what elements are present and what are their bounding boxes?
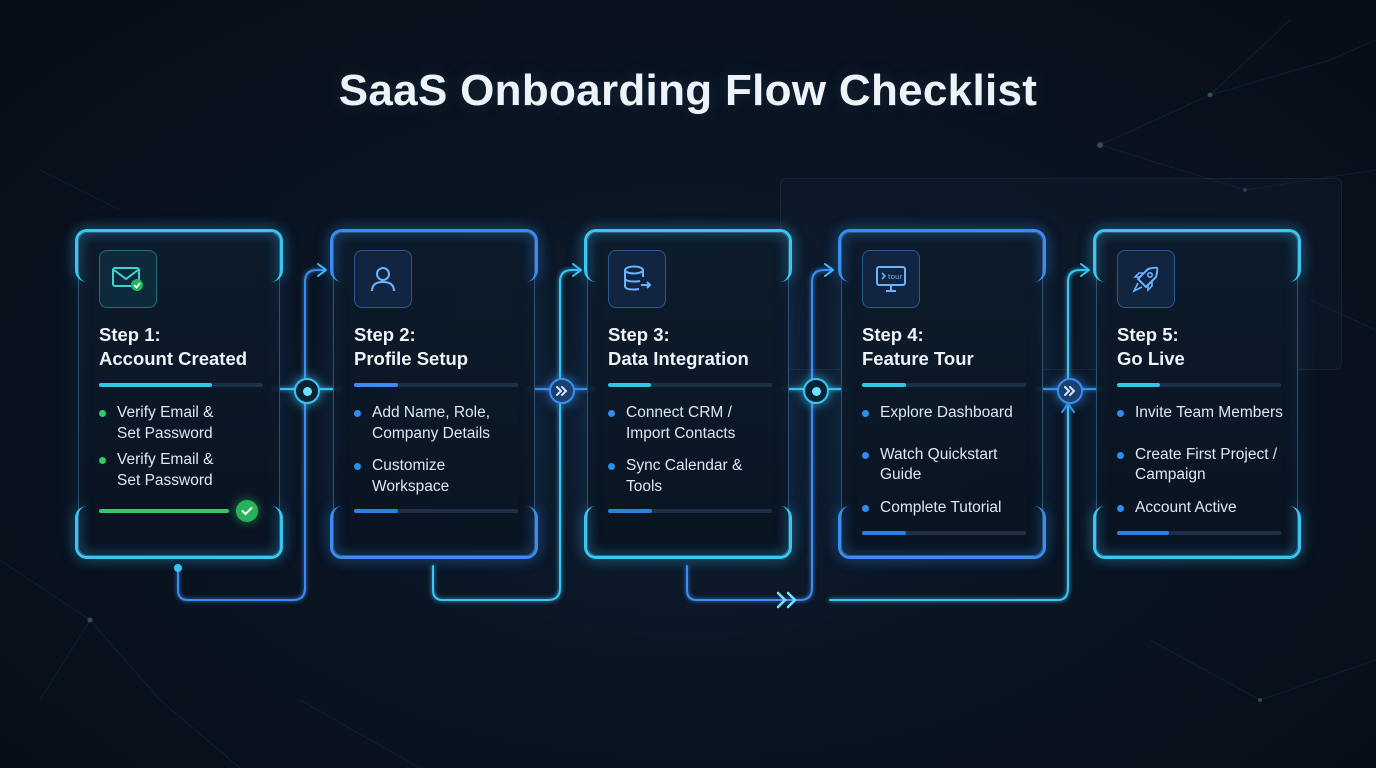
step-title: Step 1: Account Created bbox=[99, 324, 248, 369]
checklist: Verify Email & Set Password Verify Email… bbox=[99, 403, 277, 491]
checklist: Connect CRM / Import Contacts Sync Calen… bbox=[608, 403, 786, 497]
checklist-item: Account Active bbox=[1117, 498, 1299, 519]
step-title: Step 3: Data Integration bbox=[608, 324, 749, 369]
chevron-node-2 bbox=[549, 378, 575, 404]
checklist-item: Watch Quickstart Guide bbox=[862, 445, 1040, 486]
rocket-icon bbox=[1132, 266, 1159, 293]
connector-loop-3 bbox=[686, 269, 832, 601]
step-title: Step 5: Go Live bbox=[1117, 324, 1185, 369]
checklist-item: Customize Workspace bbox=[354, 456, 532, 497]
checklist: Explore Dashboard Watch Quickstart Guide… bbox=[862, 403, 1040, 518]
step-progress-bar bbox=[354, 383, 518, 387]
completion-bar bbox=[1117, 531, 1281, 535]
completion-bar bbox=[862, 531, 1026, 535]
checklist-item: Explore Dashboard bbox=[862, 403, 1040, 424]
check-circle-icon bbox=[236, 500, 258, 522]
checklist-item: Verify Email & Set Password bbox=[99, 450, 277, 491]
icon-container bbox=[99, 250, 157, 308]
connector-loop-2 bbox=[432, 269, 580, 601]
chevron-double-icon bbox=[776, 591, 797, 609]
chevron-right-double-icon bbox=[1064, 386, 1076, 396]
step-progress-bar bbox=[862, 383, 1026, 387]
completion-bar bbox=[354, 509, 518, 513]
monitor-tour-icon: tour bbox=[876, 266, 906, 292]
junction-node-3 bbox=[803, 378, 829, 404]
icon-container bbox=[354, 250, 412, 308]
database-sync-icon bbox=[624, 265, 652, 291]
checklist-item: Invite Team Members bbox=[1117, 403, 1299, 424]
step-progress-bar bbox=[1117, 383, 1281, 387]
step-progress-bar bbox=[99, 383, 263, 387]
arrowhead-4 bbox=[1080, 263, 1090, 277]
step-title: Step 2: Profile Setup bbox=[354, 324, 469, 369]
page-title: SaaS Onboarding Flow Checklist bbox=[338, 66, 1038, 115]
checklist: Add Name, Role, Company Details Customiz… bbox=[354, 403, 532, 497]
icon-container bbox=[1117, 250, 1175, 308]
step-card-3: Step 3: Data Integration Connect CRM / I… bbox=[587, 232, 789, 556]
checklist-item: Complete Tutorial bbox=[862, 498, 1040, 519]
step-card-2: Step 2: Profile Setup Add Name, Role, Co… bbox=[333, 232, 535, 556]
checklist-item: Create First Project / Campaign bbox=[1117, 445, 1299, 486]
svg-text:tour: tour bbox=[888, 273, 902, 281]
user-icon bbox=[371, 267, 395, 292]
step-title: Step 4: Feature Tour bbox=[862, 324, 974, 369]
arrowhead-3 bbox=[824, 263, 834, 277]
step-card-1: Step 1: Account Created Verify Email & S… bbox=[78, 232, 280, 556]
icon-container: tour bbox=[862, 250, 920, 308]
checklist-item: Sync Calendar & Tools bbox=[608, 456, 786, 497]
chevron-node-4 bbox=[1057, 378, 1083, 404]
up-arrowhead bbox=[1061, 403, 1075, 413]
checklist-item: Connect CRM / Import Contacts bbox=[608, 403, 786, 444]
connector-loop-1 bbox=[177, 269, 325, 601]
arrowhead-1 bbox=[317, 263, 327, 277]
completion-bar bbox=[608, 509, 772, 513]
step-progress-bar bbox=[608, 383, 772, 387]
step-card-5: Step 5: Go Live Invite Team Members Crea… bbox=[1096, 232, 1298, 556]
arrowhead-2 bbox=[572, 263, 582, 277]
chevron-right-double-icon bbox=[556, 386, 568, 396]
junction-node-1 bbox=[294, 378, 320, 404]
icon-container bbox=[608, 250, 666, 308]
step-card-4: tour Step 4: Feature Tour Explore Dashbo… bbox=[841, 232, 1043, 556]
checklist-item: Add Name, Role, Company Details bbox=[354, 403, 532, 444]
checklist-item: Verify Email & Set Password bbox=[99, 403, 277, 444]
checklist: Invite Team Members Create First Project… bbox=[1117, 403, 1299, 518]
completion-bar bbox=[99, 509, 229, 513]
connector-loop-4 bbox=[829, 269, 1088, 601]
mail-check-icon bbox=[112, 267, 143, 291]
